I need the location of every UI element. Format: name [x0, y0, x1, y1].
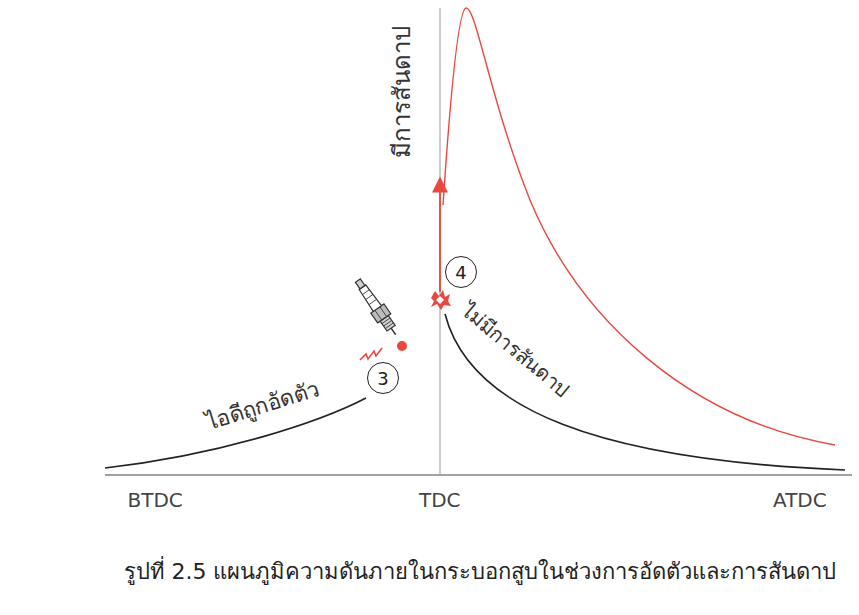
ignition-flame	[431, 290, 451, 310]
figure-caption: รูปที่ 2.5 แผนภูมิความดันภายในกระบอกสูบใ…	[124, 558, 837, 586]
callout-number: 4	[455, 262, 466, 283]
axis-label: TDC	[419, 488, 461, 513]
callout-circle: 4	[445, 256, 477, 288]
compression-label: ไอดีถูกอัดตัว	[202, 375, 322, 436]
axis-label: BTDC	[128, 488, 183, 513]
ignition-point	[397, 341, 407, 351]
combustion-label: มีการสันดาป	[387, 26, 417, 158]
pressure-rise-arrow	[439, 178, 441, 292]
crank-axis	[105, 474, 852, 475]
spark	[360, 348, 382, 360]
axis-label: ATDC	[773, 488, 827, 513]
callout-circle: 3	[367, 362, 399, 394]
combustion-curve	[443, 8, 835, 445]
no-combustion-label: ไม่มีการสันดาป	[456, 298, 574, 403]
spark-plug	[351, 276, 402, 339]
callout-number: 3	[377, 368, 388, 389]
tdc-line	[440, 8, 441, 475]
